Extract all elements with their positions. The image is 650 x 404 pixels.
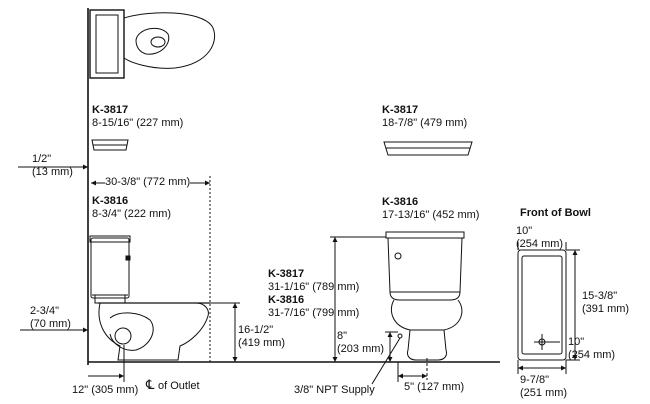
offset-half-inch-label: 1/2" — [32, 153, 52, 165]
height-k3817-model-label: K-3817 — [268, 268, 305, 280]
supply-height-dimension — [385, 331, 398, 362]
k3817-front-model-label: K-3817 — [382, 104, 419, 116]
supply-height-mm-label: (203 mm) — [337, 343, 385, 355]
front-bowl-10-inch-label: 10" — [516, 225, 533, 237]
height-k3816-dim-label: 31-7/16" (799 mm) — [268, 307, 360, 319]
npt-supply-label: 3/8" NPT Supply — [294, 384, 375, 396]
front-bowl-outlet-mm-label: (254 mm) — [568, 349, 616, 361]
front-bowl-height-dimension — [566, 249, 580, 361]
front-of-bowl-view — [517, 249, 567, 361]
front-bowl-10-mm-label: (254 mm) — [516, 238, 564, 250]
tank-lid-k3817-front — [383, 141, 473, 156]
offset-half-mm-label: (13 mm) — [32, 166, 73, 178]
front-of-bowl-title: Front of Bowl — [520, 207, 591, 219]
seat-height-inch-label: 16-1/2" — [238, 324, 274, 336]
front-bowl-width-top — [517, 242, 567, 250]
front-bowl-height-mm-label: (391 mm) — [582, 303, 630, 315]
left-offset-mm-label: (70 mm) — [30, 318, 71, 330]
height-k3816-model-label: K-3816 — [268, 294, 305, 306]
k3816-side-model-label: K-3816 — [92, 195, 129, 207]
rough-in-label: 12" (305 mm) — [72, 384, 139, 396]
front-bowl-width-bottom — [517, 360, 567, 374]
k3817-front-dim-label: 18-7/8" (479 mm) — [382, 117, 468, 129]
plan-view-top — [89, 9, 216, 79]
centerline-icon: ℄ — [146, 377, 155, 392]
k3817-side-model-label: K-3817 — [92, 104, 129, 116]
rough-in-dimension — [88, 345, 125, 382]
npt-supply-leader — [371, 333, 403, 385]
base-width-dimension — [397, 358, 428, 382]
k3816-side-dim-label: 8-3/4" (222 mm) — [92, 208, 172, 220]
front-bowl-height-inch-label: 15-3/8" — [582, 290, 618, 302]
seat-height-dimension — [205, 302, 240, 362]
front-bowl-width-mm-label: (251 mm) — [520, 387, 568, 399]
front-view-toilet — [385, 231, 465, 361]
seat-height-mm-label: (419 mm) — [238, 337, 286, 349]
front-bowl-outlet-inch-label: 10" — [568, 336, 585, 348]
overall-height-dimension — [330, 236, 386, 362]
width-dimension-label: 30-3/8" (772 mm) — [105, 176, 191, 189]
k3817-side-dim-label: 8-15/16" (227 mm) — [92, 117, 184, 129]
of-outlet-label: of Outlet — [158, 380, 200, 392]
k3816-front-model-label: K-3816 — [382, 196, 419, 208]
side-view-toilet — [89, 235, 210, 361]
supply-height-inch-label: 8" — [337, 330, 348, 342]
k3816-front-dim-label: 17-13/16" (452 mm) — [382, 209, 480, 221]
base-width-label: 5" (127 mm) — [404, 381, 465, 393]
height-k3817-dim-label: 31-1/16" (789 mm) — [268, 281, 360, 293]
tank-lid-k3817-side — [91, 139, 129, 151]
front-bowl-width-inch-label: 9-7/8" — [520, 374, 549, 386]
left-offset-inch-label: 2-3/4" — [30, 305, 59, 317]
